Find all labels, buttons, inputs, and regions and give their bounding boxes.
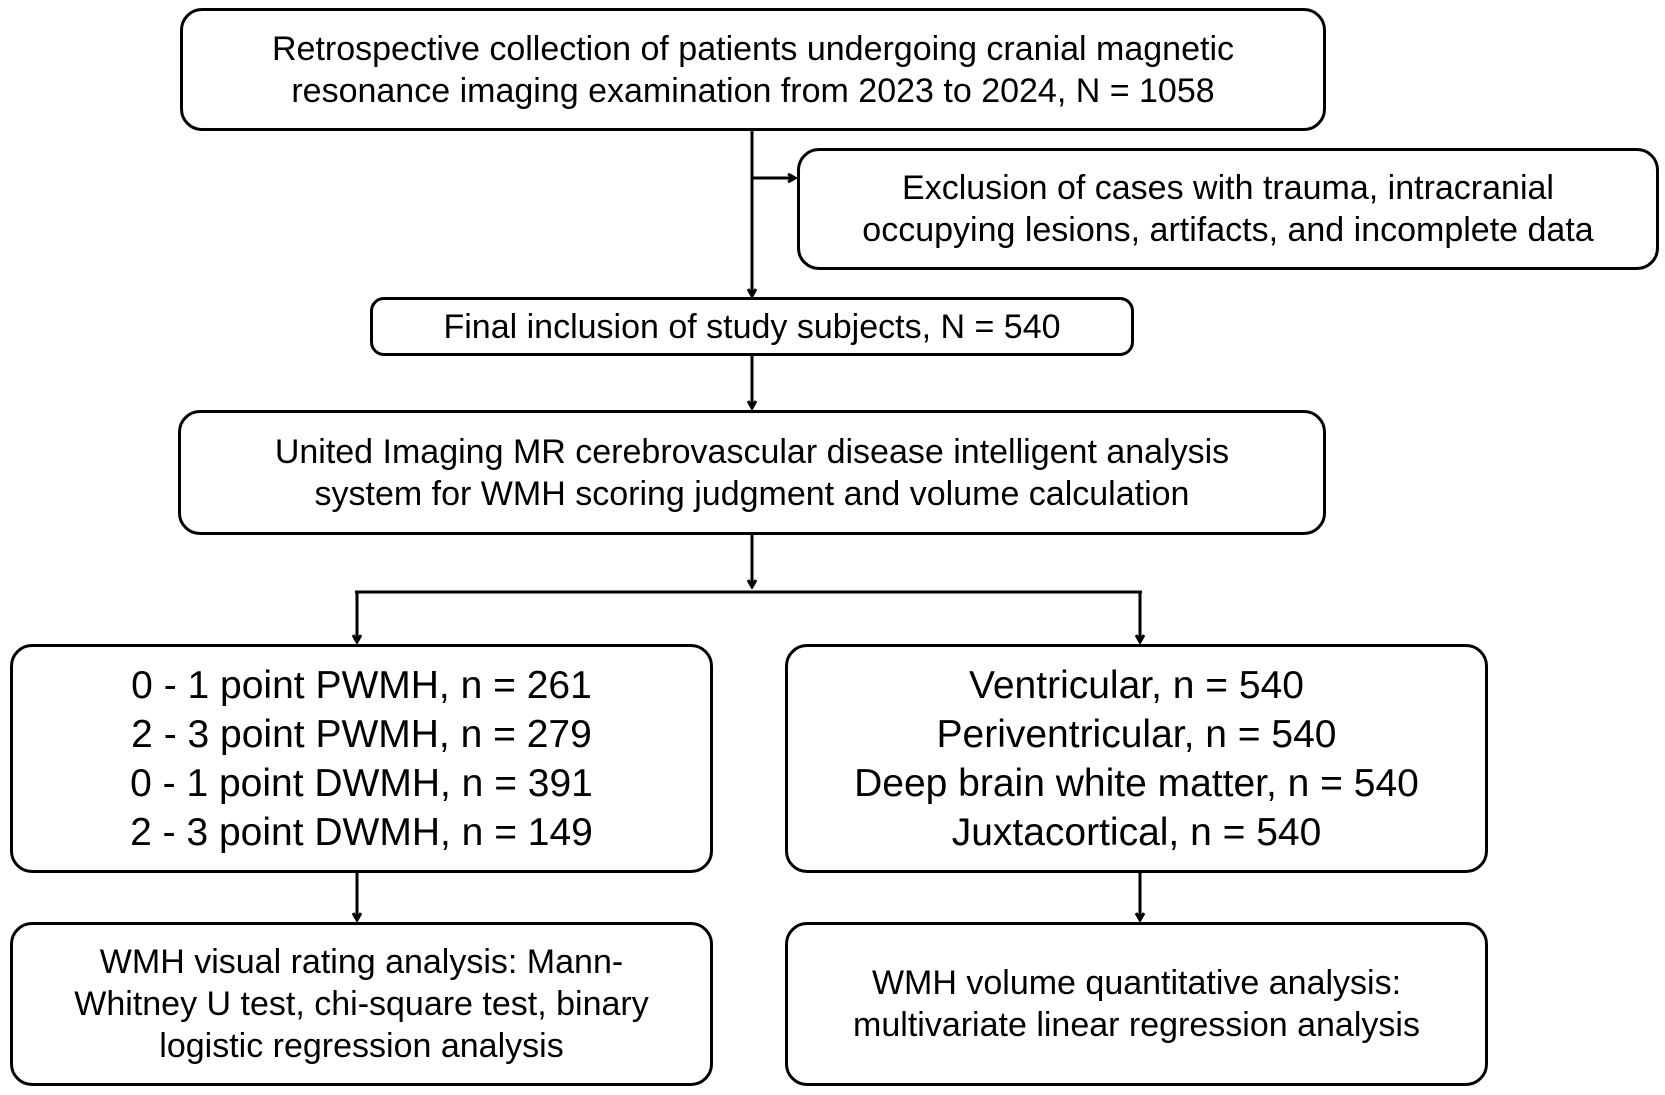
- system-box: United Imaging MR cerebrovascular diseas…: [178, 410, 1326, 535]
- volume-analysis-box: WMH volume quantitative analysis: multiv…: [785, 922, 1488, 1086]
- score-line-1: 0 - 1 point PWMH, n = 261: [131, 663, 592, 707]
- system-line-2: system for WMH scoring judgment and volu…: [314, 474, 1190, 513]
- collection-line-1: Retrospective collection of patients und…: [272, 29, 1234, 68]
- exclusion-line-1: Exclusion of cases with trauma, intracra…: [902, 169, 1554, 207]
- score-line-2: 2 - 3 point PWMH, n = 279: [131, 712, 592, 756]
- inclusion-line-1: Final inclusion of study subjects, N = 5…: [443, 307, 1061, 346]
- wmh-regions-box: Ventricular, n = 540 Periventricular, n …: [785, 644, 1488, 873]
- visual-analysis-box: WMH visual rating analysis: Mann- Whitne…: [10, 922, 713, 1086]
- system-line-1: United Imaging MR cerebrovascular diseas…: [274, 432, 1230, 471]
- volume-line-2: multivariate linear regression analysis: [853, 1006, 1420, 1044]
- score-line-3: 0 - 1 point DWMH, n = 391: [130, 761, 593, 805]
- visual-line-3: logistic regression analysis: [159, 1027, 564, 1065]
- region-line-2: Periventricular, n = 540: [936, 712, 1337, 756]
- visual-line-1: WMH visual rating analysis: Mann-: [99, 943, 624, 981]
- region-line-3: Deep brain white matter, n = 540: [854, 761, 1419, 805]
- region-line-4: Juxtacortical, n = 540: [951, 810, 1322, 854]
- volume-line-1: WMH volume quantitative analysis:: [871, 964, 1402, 1002]
- inclusion-box: Final inclusion of study subjects, N = 5…: [370, 297, 1134, 356]
- visual-line-2: Whitney U test, chi-square test, binary: [74, 985, 649, 1023]
- collection-line-2: resonance imaging examination from 2023 …: [291, 71, 1215, 110]
- exclusion-line-2: occupying lesions, artifacts, and incomp…: [862, 211, 1594, 249]
- collection-box: Retrospective collection of patients und…: [180, 8, 1326, 131]
- region-line-1: Ventricular, n = 540: [969, 663, 1304, 707]
- score-line-4: 2 - 3 point DWMH, n = 149: [130, 810, 593, 854]
- exclusion-box: Exclusion of cases with trauma, intracra…: [797, 148, 1659, 270]
- wmh-scores-box: 0 - 1 point PWMH, n = 261 2 - 3 point PW…: [10, 644, 713, 873]
